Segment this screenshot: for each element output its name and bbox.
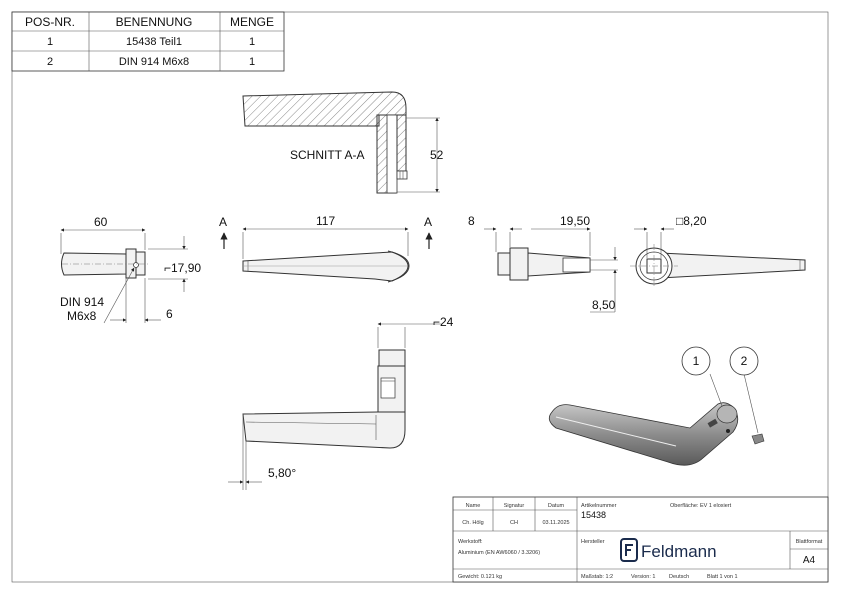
parts-header-qty: MENGE bbox=[230, 15, 274, 29]
balloon-1-label: 1 bbox=[693, 354, 700, 368]
tb-datum: 03.11.2025 bbox=[542, 520, 569, 526]
balloon-2-label: 2 bbox=[741, 354, 748, 368]
tb-artikelnummer-label: Artikelnummer bbox=[581, 503, 617, 509]
tb-signatur-label: Signatur bbox=[504, 503, 525, 509]
tb-version: Version: 1 bbox=[631, 574, 655, 580]
section-mark-right: A bbox=[424, 215, 432, 229]
tb-name: Ch. Hölg bbox=[462, 520, 483, 526]
parts-row-2-qty: 1 bbox=[249, 56, 255, 68]
rear-view: 8 19,50 8,50 bbox=[468, 214, 618, 313]
tb-signatur: CH bbox=[510, 520, 518, 526]
sheet-border bbox=[11, 11, 829, 583]
dim-length-117: 117 bbox=[316, 214, 335, 228]
balloon-1 bbox=[681, 346, 711, 376]
section-label: SCHNITT A-A bbox=[290, 148, 364, 162]
dim-length-60: 60 bbox=[94, 215, 108, 229]
dim-length-1950: 19,50 bbox=[560, 214, 590, 228]
dim-diameter-1790: ⌐17,90 bbox=[164, 261, 201, 275]
parts-row-1-name: 15438 Teil1 bbox=[126, 36, 182, 48]
tb-hersteller-label: Hersteller bbox=[581, 539, 605, 545]
parts-row-2-pos: 2 bbox=[47, 56, 53, 68]
dim-height-52: 52 bbox=[430, 148, 444, 162]
tb-gewicht: Gewicht: 0.121 kg bbox=[458, 574, 502, 580]
parts-row-2-name: DIN 914 M6x8 bbox=[119, 56, 189, 68]
dim-angle-580: 5,80° bbox=[268, 466, 296, 480]
tb-blattformat: A4 bbox=[803, 555, 816, 566]
isometric-view: 1 2 bbox=[548, 346, 765, 466]
dim-diameter-24: ⌐24 bbox=[433, 315, 454, 329]
parts-header-pos: POS-NR. bbox=[25, 15, 75, 29]
dim-length-8: 8 bbox=[468, 214, 475, 228]
front-view: 117 A A bbox=[219, 214, 433, 283]
title-block: Name Signatur Datum Ch. Hölg CH 03.11.20… bbox=[452, 496, 829, 583]
tb-massstab: Maßstab: 1:2 bbox=[581, 574, 613, 580]
dim-length-850: 8,50 bbox=[592, 298, 616, 312]
tb-werkstoff-label: Werkstoff: bbox=[458, 539, 483, 545]
tb-name-label: Name bbox=[466, 503, 481, 509]
dim-length-6: 6 bbox=[166, 307, 173, 321]
tb-werkstoff: Aluminium (EN AW6060 / 3.3206) bbox=[458, 550, 540, 556]
dim-square-820: □8,20 bbox=[676, 214, 707, 228]
end-view: □8,20 bbox=[630, 214, 806, 288]
section-view-aa: 52 SCHNITT A-A bbox=[242, 91, 444, 194]
tb-sprache: Deutsch bbox=[669, 574, 689, 580]
parts-row-1-pos: 1 bbox=[47, 36, 53, 48]
parts-header-name: BENENNUNG bbox=[116, 15, 193, 29]
parts-row-1-qty: 1 bbox=[249, 36, 255, 48]
tb-datum-label: Datum bbox=[548, 503, 565, 509]
feldmann-logo: Feldmann bbox=[620, 538, 717, 562]
top-view: ⌐24 5,80° bbox=[228, 315, 454, 490]
section-mark-left: A bbox=[219, 215, 227, 229]
callout-screw-line2: M6x8 bbox=[67, 309, 97, 323]
logo-text: Feldmann bbox=[641, 542, 717, 561]
callout-screw-line1: DIN 914 bbox=[60, 295, 104, 309]
tb-oberflaeche: Oberfläche: EV 1 eloxiert bbox=[670, 503, 732, 509]
tb-blattformat-label: Blattformat bbox=[796, 539, 823, 545]
tb-artikelnummer: 15438 bbox=[581, 510, 606, 520]
left-side-view: 60 ⌐17,90 6 DIN 914 M6x8 bbox=[60, 215, 201, 324]
parts-table: POS-NR. BENENNUNG MENGE 1 15438 Teil1 1 … bbox=[11, 11, 285, 72]
balloon-2 bbox=[729, 346, 759, 376]
tb-blatt: Blatt 1 von 1 bbox=[707, 574, 738, 580]
